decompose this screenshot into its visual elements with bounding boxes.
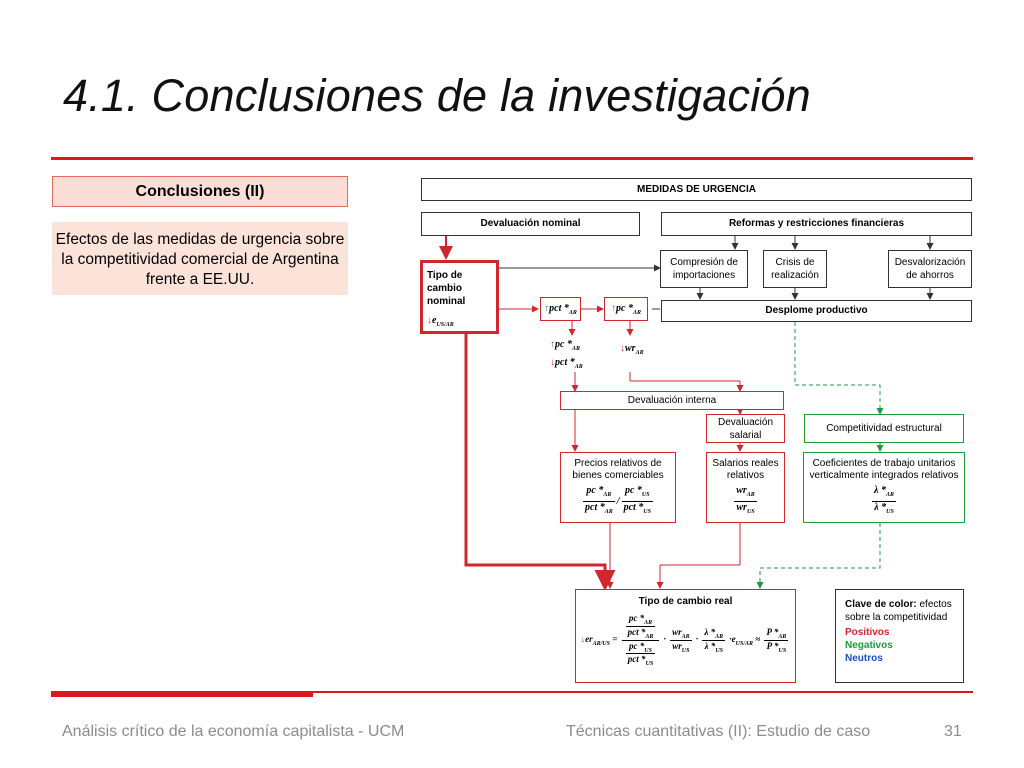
er-sub: AR/US — [592, 640, 610, 647]
devaluacion-interna-box: Devaluación interna — [560, 391, 784, 410]
competitividad-estructural-box: Competitividad estructural — [804, 414, 964, 443]
co-lambda: λ * — [874, 485, 886, 496]
pc-ratio-den-sub: AR — [574, 364, 583, 370]
legend-title: Clave de color: — [845, 599, 917, 610]
pr-pct-us: pct * — [623, 502, 644, 513]
pc-pct-ratio: ↑pc *AR ↓pct *AR — [550, 339, 583, 370]
f-pct-us-sub: US — [645, 661, 654, 668]
pr-pc-us-sub: US — [641, 492, 650, 498]
f-p-ar-sub: AR — [778, 633, 787, 640]
exchange-rate-subscript: US/AR — [436, 322, 454, 328]
eq-sign: = — [612, 634, 618, 645]
wr-subscript: AR — [635, 350, 644, 356]
f-pct-us: pct * — [627, 654, 646, 665]
pr-pct-sub: AR — [604, 509, 613, 515]
legend-negative: Negativos — [845, 640, 893, 651]
f-pct-ar: pct * — [627, 626, 646, 637]
devaluacion-salarial-box: Devaluación salarial — [706, 414, 785, 443]
f-pct-ar-sub: AR — [645, 633, 654, 640]
tipo-cambio-nominal-label: Tipo de cambio nominal — [427, 270, 466, 307]
pc-subscript: AR — [632, 310, 641, 316]
salarios-reales-label: Salarios reales relativos — [712, 458, 779, 481]
f-lambda-ar-sub: AR — [715, 633, 724, 640]
precios-relativos-box: Precios relativos de bienes comerciables… — [560, 452, 676, 523]
f-wr-ar-sub: AR — [681, 633, 690, 640]
f-lambda-us: λ * — [704, 640, 716, 651]
f-p-us: P * — [766, 640, 779, 651]
tipo-cambio-nominal-box: Tipo de cambio nominal ↓eUS/AR — [420, 260, 499, 334]
f-lambda-ar: λ * — [704, 626, 716, 637]
f-lambda-us-sub: US — [715, 647, 723, 654]
f-pc-us: pc * — [629, 640, 645, 651]
legend-title-rest: efectos sobre la competitividad — [845, 599, 952, 623]
footer-divider-accent — [51, 691, 313, 697]
pr-pct: pct * — [585, 502, 605, 513]
precios-relativos-label: Precios relativos de bienes comerciables — [572, 458, 664, 481]
dot-3: · — [729, 634, 732, 645]
tipo-cambio-real-label: Tipo de cambio real — [638, 596, 733, 607]
pct-subscript: AR — [568, 310, 577, 316]
slide-title: 4.1. Conclusiones de la investigación — [63, 70, 811, 121]
pr-pc: pc * — [586, 485, 604, 496]
dot-2: · — [695, 634, 699, 645]
pc-box: ↑pc *AR — [604, 297, 648, 321]
sr-wr: wr — [736, 485, 747, 496]
medidas-urgencia-box: MEDIDAS DE URGENCIA — [421, 178, 972, 201]
wr-label: ↓wrAR — [620, 343, 644, 356]
devaluacion-nominal-box: Devaluación nominal — [421, 212, 640, 236]
coeficientes-box: Coeficientes de trabajo unitarios vertic… — [803, 452, 965, 523]
f-e: e — [731, 634, 736, 645]
f-wr-us-sub: US — [681, 647, 690, 654]
sr-wr-sub: AR — [746, 492, 755, 498]
f-p-us-sub: US — [778, 647, 787, 654]
co-lambda-us: λ * — [874, 502, 887, 513]
footer-divider — [51, 691, 973, 693]
f-pc-ar: pc * — [628, 613, 645, 623]
sr-wr-us: wr — [736, 502, 747, 513]
co-lambda-us-sub: US — [886, 509, 894, 515]
conclusions-label: Conclusiones (II) — [52, 176, 348, 207]
pc-ratio-den: pct * — [555, 357, 575, 368]
f-wr-ar: wr — [672, 626, 682, 637]
effects-description: Efectos de las medidas de urgencia sobre… — [52, 222, 348, 295]
f-pc-ar-sub: AR — [644, 619, 653, 626]
reformas-box: Reformas y restricciones financieras — [661, 212, 972, 236]
legend-neutral: Neutros — [845, 653, 883, 664]
coeficientes-label: Coeficientes de trabajo unitarios vertic… — [809, 458, 959, 481]
pc-symbol: pc * — [616, 303, 633, 314]
co-lambda-sub: AR — [885, 492, 894, 498]
footer-course: Análisis crítico de la economía capitali… — [62, 723, 405, 740]
legend-positive: Positivos — [845, 627, 890, 638]
f-wr-us: wr — [672, 640, 682, 651]
crisis-realizacion-box: Crisis de realización — [763, 250, 827, 288]
page-number: 31 — [944, 723, 962, 740]
pr-pc-us: pc * — [624, 485, 642, 496]
compresion-importaciones-box: Compresión de importaciones — [660, 250, 748, 288]
exchange-rate-symbol: e — [432, 315, 437, 326]
title-divider — [51, 157, 973, 160]
pc-ratio-num: pc * — [555, 339, 572, 350]
approx-sign: ≈ — [755, 634, 761, 645]
pc-ratio-num-sub: AR — [571, 346, 580, 352]
f-e-sub: US/AR — [735, 640, 753, 647]
er-symbol: er — [585, 634, 593, 645]
pr-pc-sub: AR — [603, 492, 612, 498]
dot-1: · — [663, 634, 666, 645]
desplome-productivo-box: Desplome productivo — [661, 300, 972, 322]
color-key-legend: Clave de color: efectos sobre la competi… — [835, 589, 964, 683]
wr-symbol: wr — [625, 343, 636, 354]
pct-box: ↑pct *AR — [540, 297, 581, 321]
desvalorizacion-ahorros-box: Desvalorización de ahorros — [888, 250, 972, 288]
sr-wr-us-sub: US — [746, 509, 755, 515]
pr-pct-us-sub: US — [643, 509, 651, 515]
pct-symbol: pct * — [549, 303, 569, 314]
f-p-ar: P * — [766, 626, 779, 637]
f-pc-us-sub: US — [644, 647, 652, 654]
footer-subject: Técnicas cuantitativas (II): Estudio de … — [566, 723, 871, 740]
